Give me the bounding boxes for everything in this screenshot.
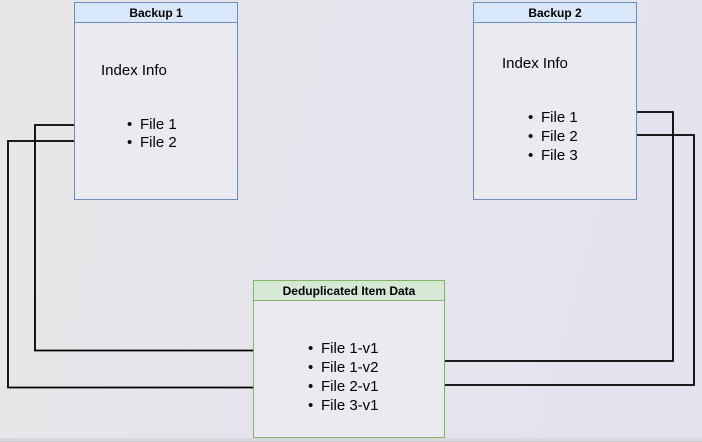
list-item: File 1	[127, 116, 177, 134]
dedup-title: Deduplicated Item Data	[282, 283, 416, 298]
backup1-title: Backup 1	[129, 5, 183, 20]
dedup-header: Deduplicated Item Data	[254, 281, 444, 301]
list-item: File 3-v1	[308, 396, 379, 415]
list-item: File 1-v2	[308, 358, 379, 377]
backup1-file-list: File 1 File 2	[127, 116, 177, 152]
backup2-header: Backup 2	[474, 3, 636, 23]
dedup-file-list: File 1-v1 File 1-v2 File 2-v1 File 3-v1	[308, 339, 379, 415]
list-item: File 3	[528, 146, 578, 165]
list-item: File 2	[528, 127, 578, 146]
backup1-node: Backup 1 Index Info File 1 File 2	[74, 2, 238, 200]
backup2-subtitle: Index Info	[502, 55, 568, 72]
list-item: File 2	[127, 134, 177, 152]
list-item: File 1-v1	[308, 339, 379, 358]
dedup-node: Deduplicated Item Data File 1-v1 File 1-…	[253, 280, 445, 438]
backup1-subtitle: Index Info	[101, 62, 167, 79]
backup1-header: Backup 1	[75, 3, 237, 23]
screen-bottom-edge	[0, 438, 702, 442]
backup2-title: Backup 2	[528, 5, 582, 20]
list-item: File 1	[528, 108, 578, 127]
backup2-node: Backup 2 Index Info File 1 File 2 File 3	[473, 2, 637, 200]
backup2-file-list: File 1 File 2 File 3	[528, 108, 578, 165]
list-item: File 2-v1	[308, 377, 379, 396]
